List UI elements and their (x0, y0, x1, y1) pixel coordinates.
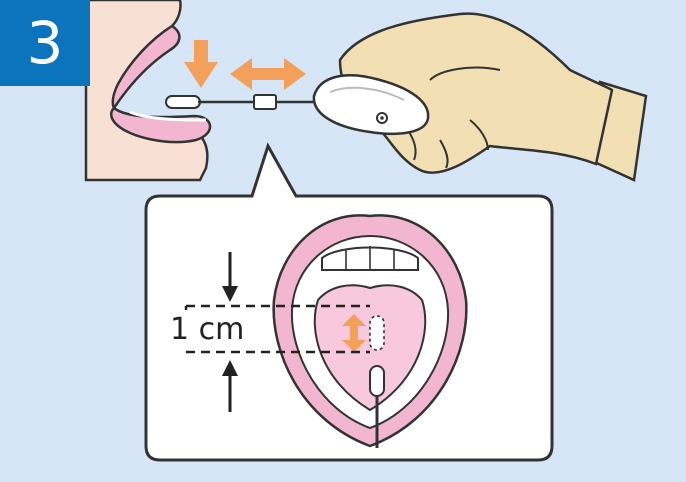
gloved-hand-icon (312, 12, 648, 182)
double-vertical-arrow-icon (342, 314, 366, 352)
down-arrow-icon (222, 252, 238, 302)
measurement-guides (184, 252, 370, 412)
open-mouth-icon (272, 214, 468, 448)
step-number-badge: 3 (0, 0, 90, 86)
measurement-label: 1 cm (170, 310, 246, 350)
up-arrow-icon (222, 360, 238, 412)
down-arrow-icon (184, 40, 218, 88)
swab-icon (165, 94, 316, 110)
double-horizontal-arrow-icon (230, 58, 306, 90)
face-profile (84, 0, 212, 182)
